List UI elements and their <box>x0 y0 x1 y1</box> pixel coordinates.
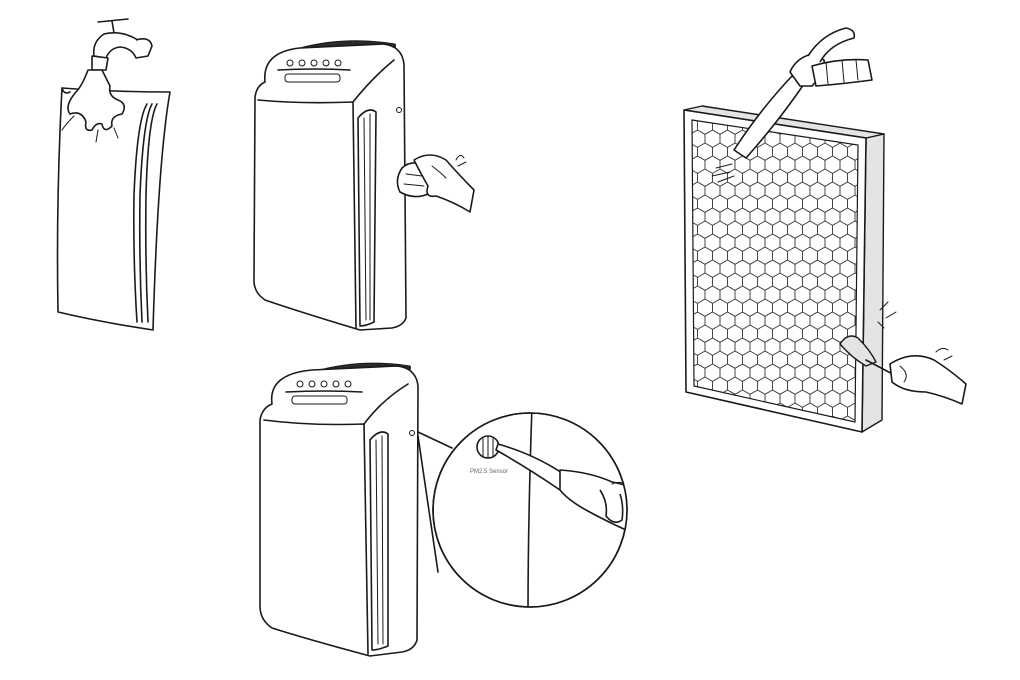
panel-vent-slots <box>133 103 158 323</box>
filter-clean-illustration <box>683 27 967 433</box>
sensor-magnifier-callout: PM2.5 Sensor <box>432 412 628 608</box>
sensor-label: PM2.5 Sensor <box>470 469 508 475</box>
front-panel-rinse-illustration <box>56 18 171 331</box>
side-air-vents <box>369 431 389 651</box>
filter-brush-icon <box>839 301 967 405</box>
pm25-sensor-port <box>409 430 415 436</box>
honeycomb-filter-mesh <box>691 119 859 423</box>
control-panel <box>277 59 351 83</box>
sensor-cleaning-icon <box>495 443 627 531</box>
water-splash-icon <box>61 69 126 143</box>
sensor-clean-illustration: PM2.5 Sensor <box>259 362 628 657</box>
cloth-wipe-icon <box>396 154 475 213</box>
control-panel <box>285 380 363 405</box>
body-wipe-illustration <box>253 40 475 331</box>
side-air-vents <box>357 109 377 327</box>
callout-connector <box>417 431 453 573</box>
purifier-body <box>253 43 407 331</box>
faucet-icon <box>91 18 153 71</box>
purifier-body <box>259 365 419 657</box>
vacuum-nozzle-icon <box>711 27 873 183</box>
front-panel <box>56 87 171 331</box>
